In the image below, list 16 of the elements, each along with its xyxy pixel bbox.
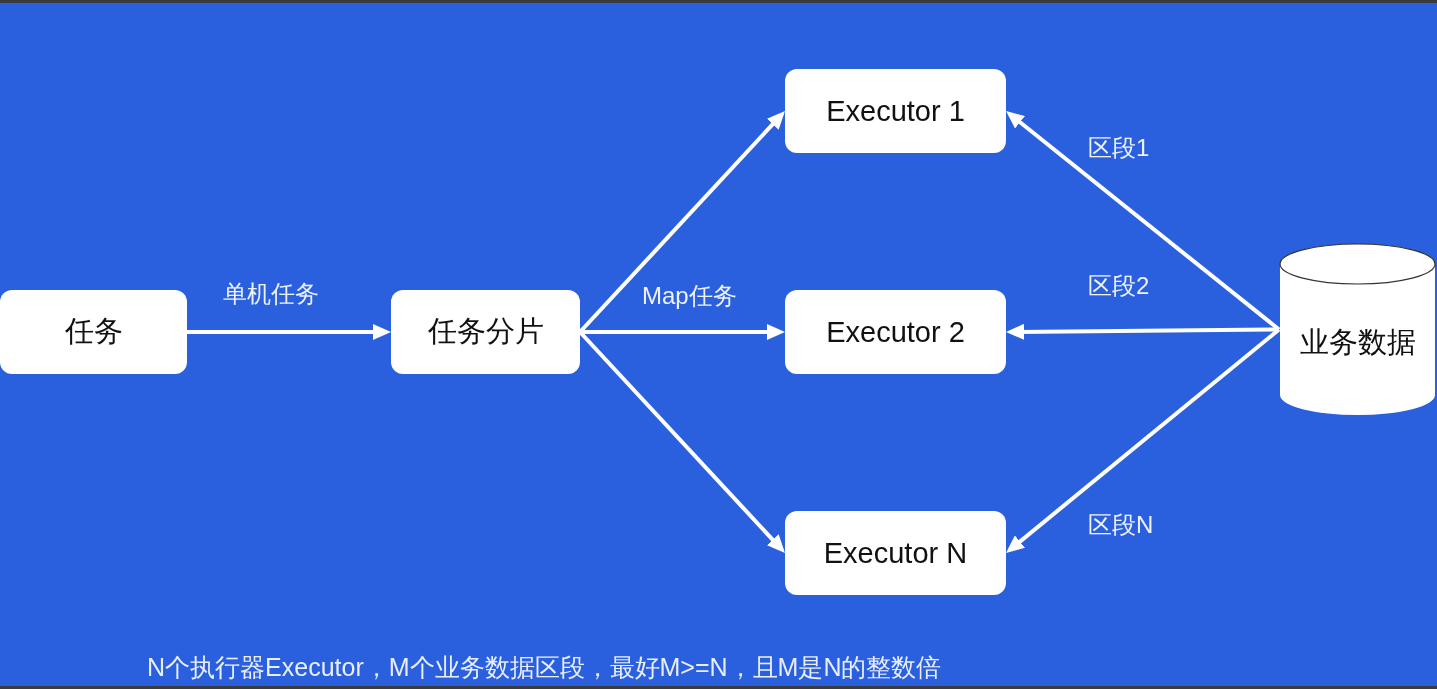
arrow [187,324,391,340]
process-box: Executor 2 [785,290,1006,374]
edge-label: 区段N [1088,511,1154,539]
arrow [1006,111,1281,332]
process-box: 任务 [0,290,187,374]
process-box: Executor 1 [785,69,1006,153]
process-box: 任务分片 [391,290,580,374]
edge-label: 单机任务 [223,280,319,308]
arrow [580,324,785,340]
process-box: Executor N [785,511,1006,595]
database-cylinder: 业务数据 [1279,243,1436,416]
edge-label: 区段1 [1088,134,1150,162]
edge-label: Map任务 [642,282,737,310]
caption-text: N个执行器Executor，M个业务数据区段，最好M>=N，且M是N的整数倍 [147,653,942,682]
arrow [1006,327,1281,553]
edge-label: 区段2 [1088,272,1150,300]
